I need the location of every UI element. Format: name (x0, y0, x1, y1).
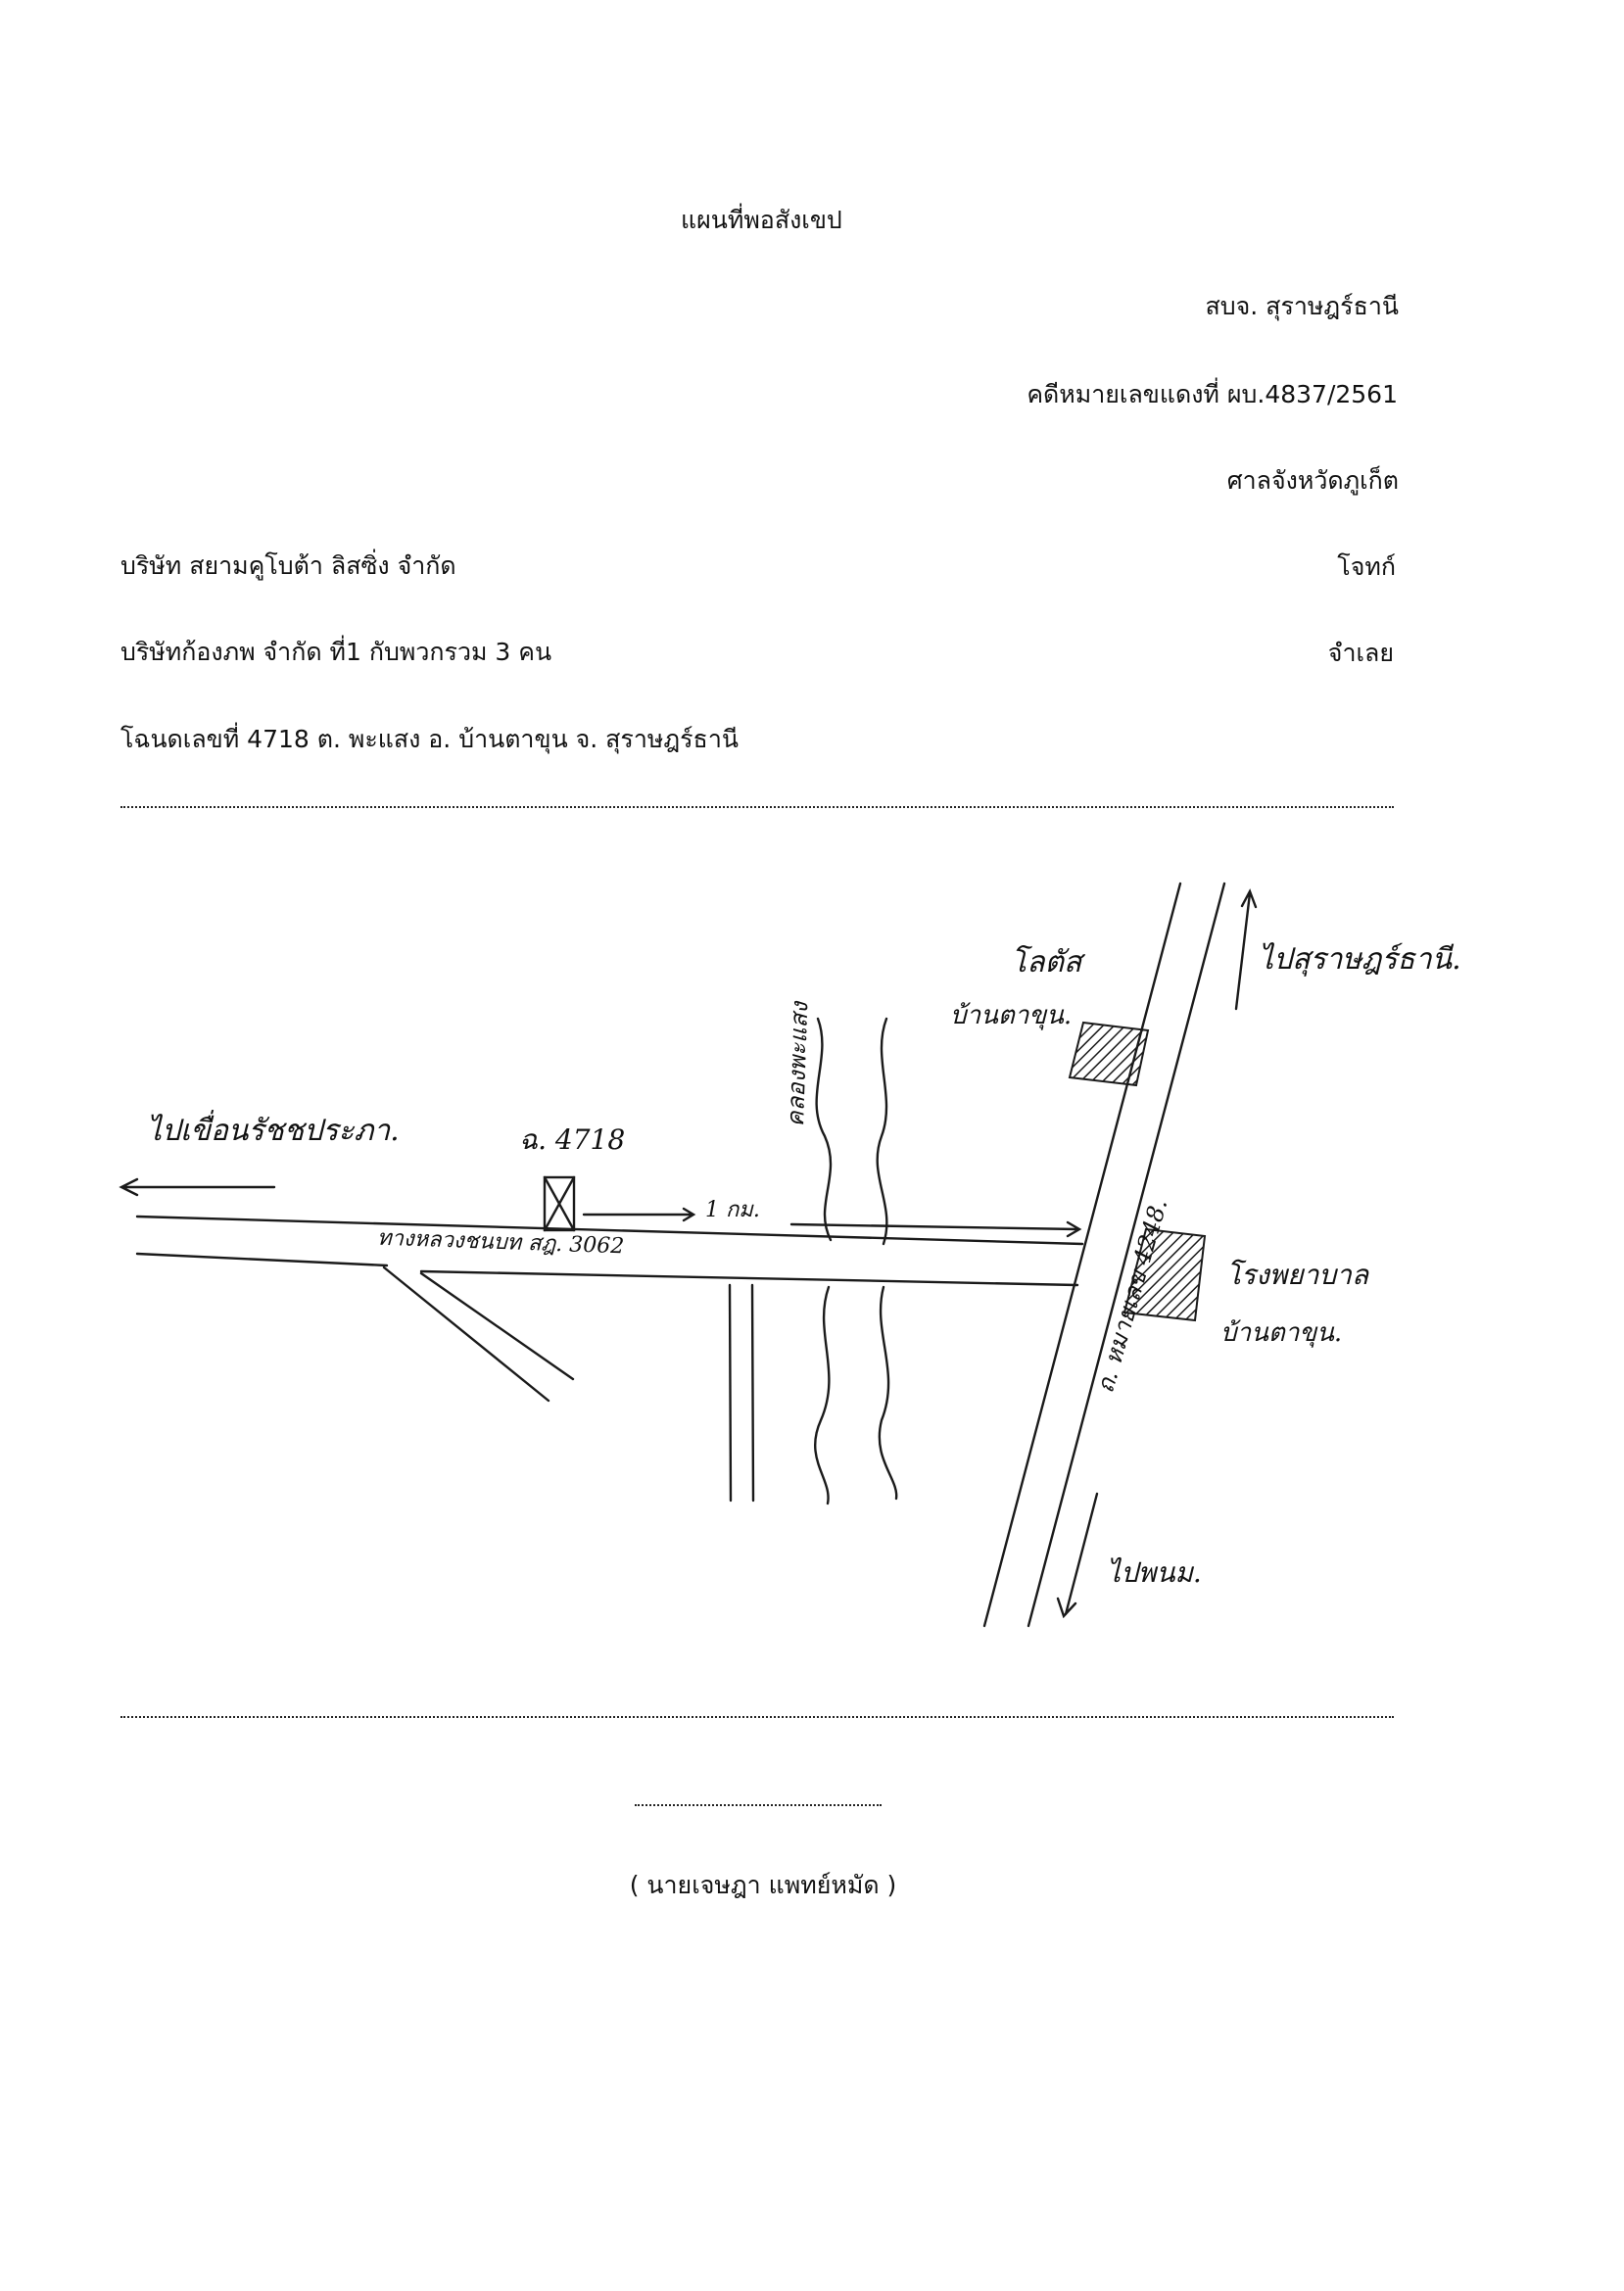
parcel-cross (543, 1175, 576, 1232)
signer-name: ( นายเจษฎา แพทย์หมัด ) (629, 1871, 897, 1899)
divider-top (120, 806, 1394, 808)
plaintiff-label: โจทก์ (1337, 552, 1396, 581)
divider-bottom (120, 1716, 1394, 1718)
label-to-surat: ไปสุราษฎร์ธานี. (1259, 942, 1461, 977)
branch-road-right (419, 1271, 575, 1381)
case-number: คดีหมายเลขแดงที่ ผบ.4837/2561 (1027, 380, 1398, 408)
lotus-building (1068, 1021, 1150, 1087)
branch-road-left (382, 1265, 550, 1403)
defendant-label: จำเลย (1327, 639, 1394, 667)
cross-road-right-edge (1027, 882, 1226, 1628)
canal-right-bank (876, 1017, 898, 1501)
distance-arrow (582, 1207, 696, 1222)
label-lotus-place: บ้านตาขุน. (950, 1001, 1073, 1030)
office-name: สบจ. สุราษฎร์ธานี (1205, 292, 1399, 320)
side-road-right (750, 1283, 755, 1503)
arrow-left (119, 1177, 276, 1197)
label-lotus: โลตัส (1011, 945, 1082, 979)
court-name: ศาลจังหวัดภูเก็ต (1226, 466, 1399, 495)
side-road-left (728, 1283, 733, 1503)
label-to-dam: ไปเขื่อนรัชชประภา. (147, 1114, 400, 1148)
distance-arrow-right (789, 1220, 1082, 1238)
label-parcel: ฉ. 4718 (519, 1123, 626, 1156)
parcel-box (543, 1175, 576, 1232)
canal-left-bank (814, 1017, 833, 1505)
signature-line (635, 1804, 882, 1806)
arrow-top-right (1234, 888, 1258, 1011)
arrow-bottom (1056, 1492, 1099, 1619)
plaintiff-name: บริษัท สยามคูโบต้า ลิสซิ่ง จำกัด (120, 551, 456, 580)
label-hospital-place: บ้านตาขุน. (1220, 1318, 1343, 1348)
label-canal: คลองพะแสง (782, 1001, 814, 1127)
label-distance: 1 กม. (705, 1198, 760, 1222)
deed-line: โฉนดเลขที่ 4718 ต. พะแสง อ. บ้านตาขุน จ.… (120, 725, 739, 753)
label-hospital: โรงพยาบาล (1226, 1259, 1368, 1291)
label-cross-road: ถ. หมายเลข 4248. (1091, 1195, 1173, 1397)
defendant-name: บริษัทก้องภพ จำกัด ที่1 กับพวกรวม 3 คน (120, 638, 552, 666)
document-title: แผนที่พอสังเขป (681, 206, 842, 234)
label-main-road: ทางหลวงชนบท สฎ. 3062 (376, 1225, 625, 1260)
label-to-phanom: ไปพนม. (1107, 1556, 1202, 1589)
